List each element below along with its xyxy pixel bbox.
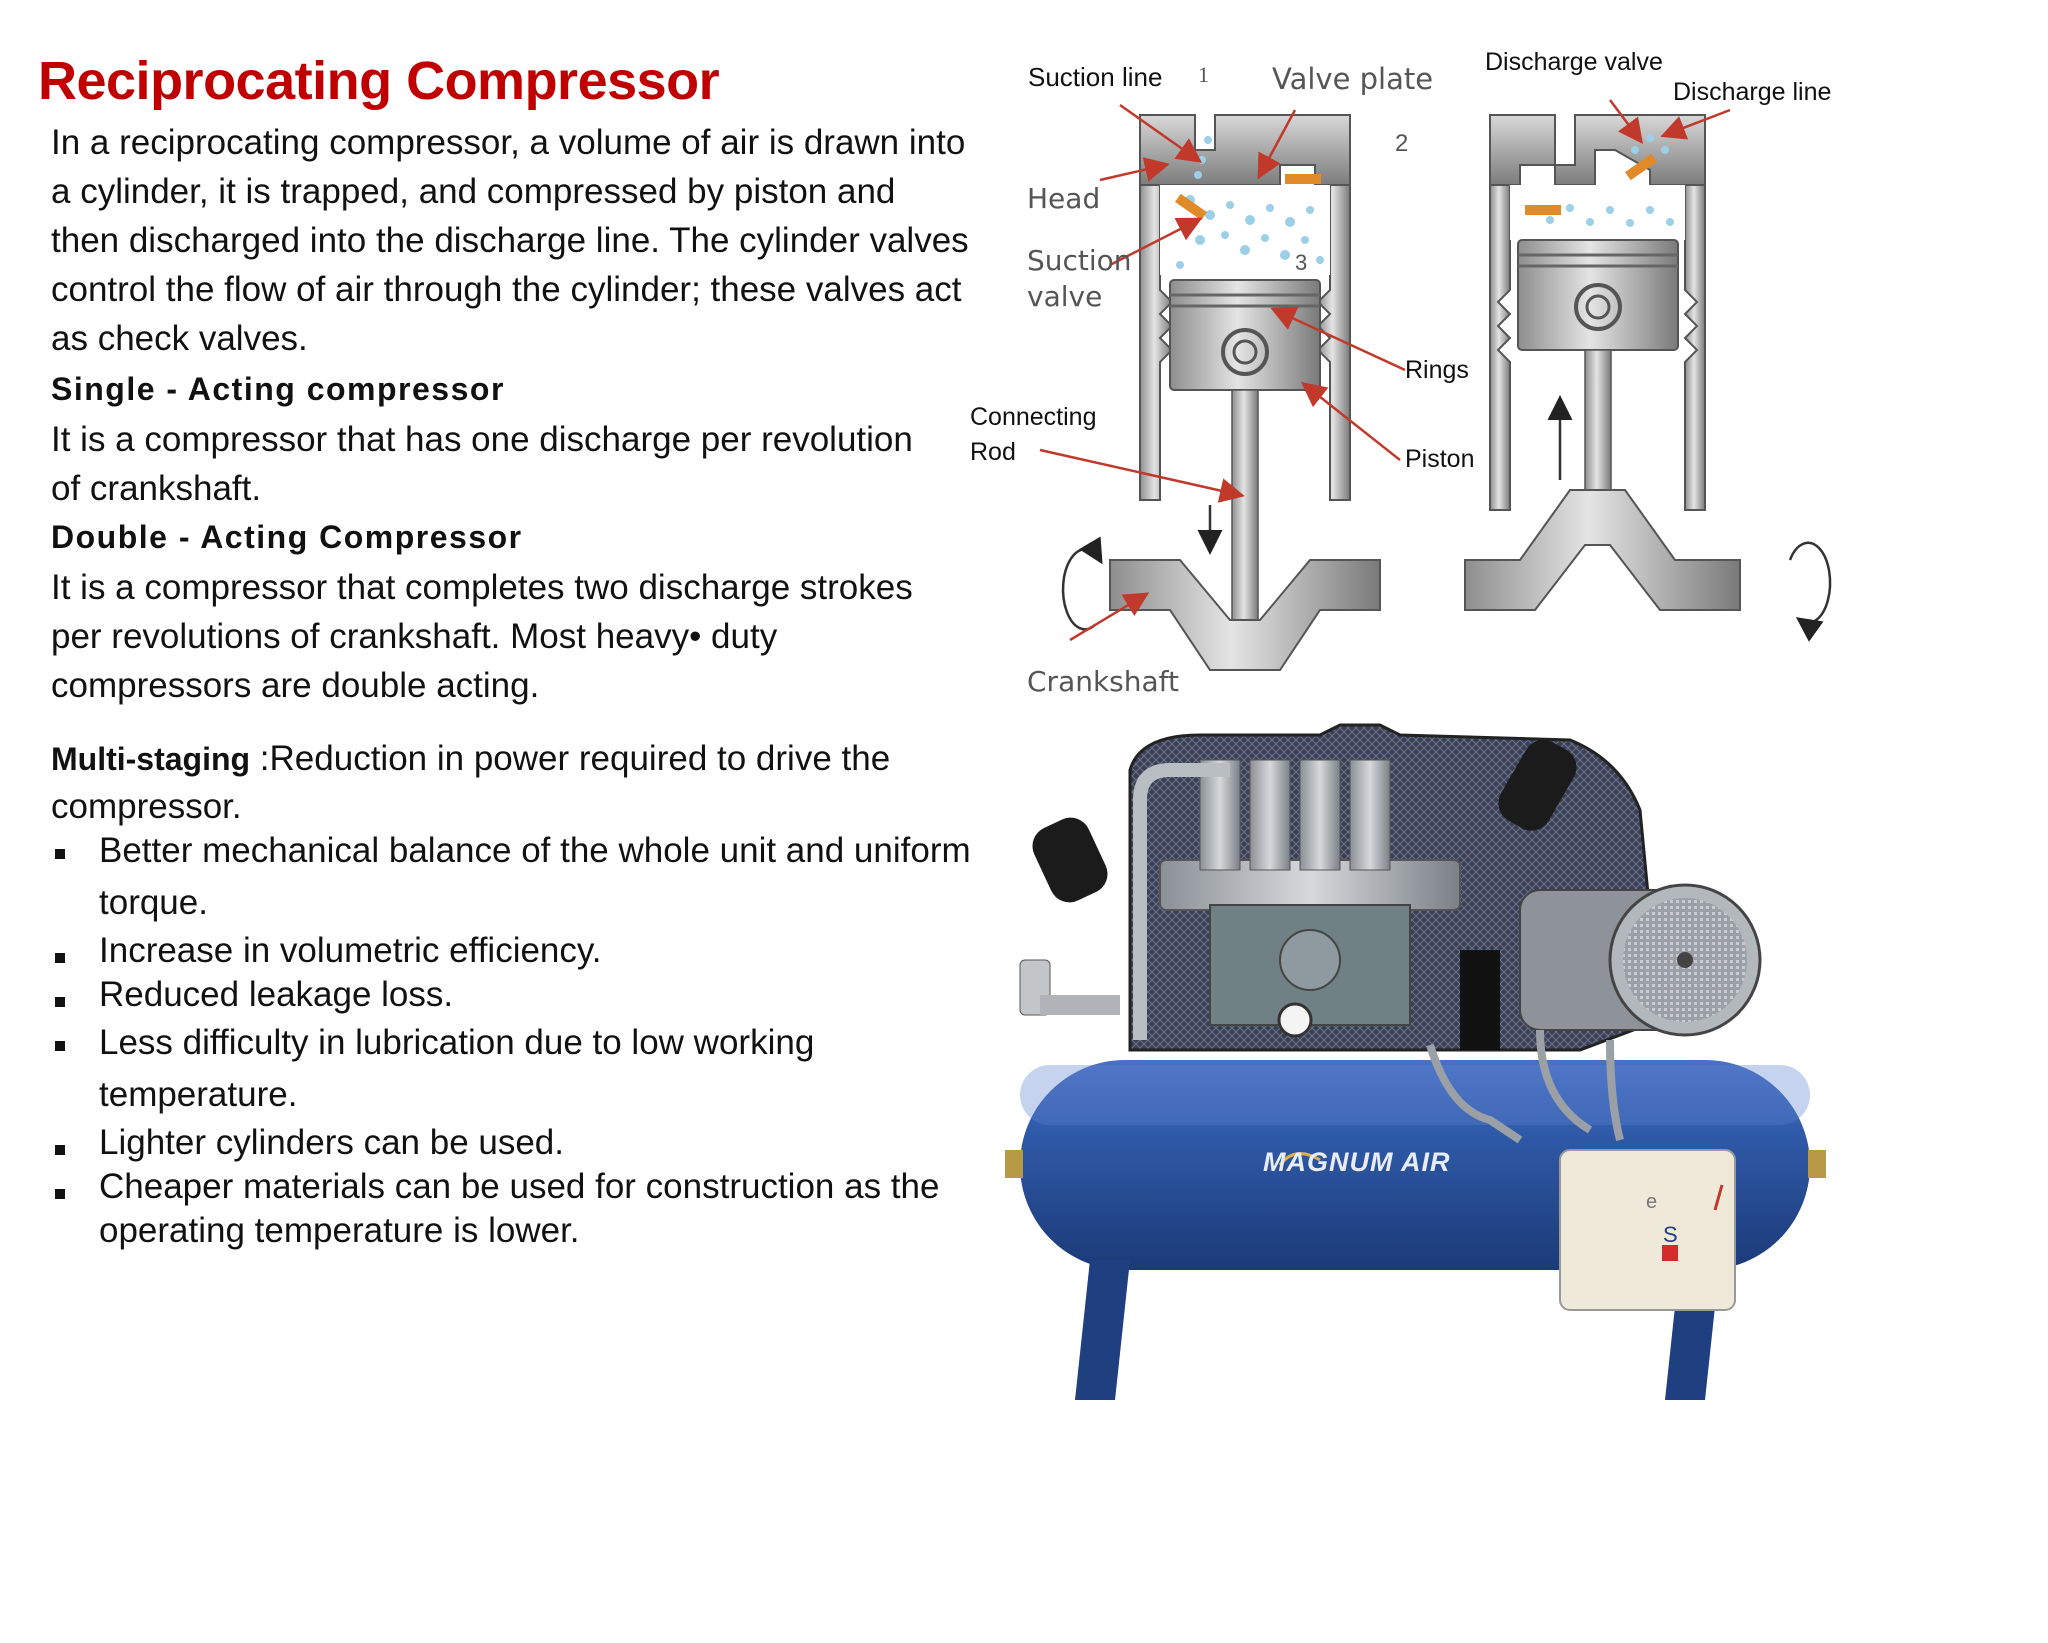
starter-box-letter-s: S (1663, 1222, 1678, 1247)
multi-staging-label: Multi-staging (51, 741, 251, 777)
marker-3: 3 (1295, 250, 1308, 275)
single-acting-text: It is a compressor that has one discharg… (51, 420, 913, 508)
right-cylinder (1464, 114, 1832, 642)
label-discharge-valve: Discharge valve (1485, 48, 1663, 76)
compressor-photo: MAGNUM AIR e S (980, 720, 1880, 1410)
list-item: Cheaper materials can be used for constr… (53, 1165, 973, 1253)
advantages-list: Better mechanical balance of the whole u… (53, 825, 973, 1253)
page-title: Reciprocating Compressor (38, 51, 720, 111)
double-acting-text: It is a compressor that completes two di… (51, 568, 913, 705)
label-piston: Piston (1405, 445, 1475, 473)
single-acting-heading: Single - Acting compressor (51, 371, 505, 407)
compressor-photo-graphic (1005, 723, 1826, 1400)
bullet-square-icon (55, 1145, 65, 1155)
bullet-square-icon (55, 997, 65, 1007)
intro-paragraph: In a reciprocating compressor, a volume … (51, 123, 969, 358)
label-connecting-rod-line1: Connecting (970, 403, 1097, 431)
left-cylinder (1061, 114, 1381, 671)
list-item: Lighter cylinders can be used. (53, 1121, 973, 1165)
label-suction-valve-line1: Suction (1027, 244, 1132, 277)
marker-1: 1 (1198, 62, 1209, 87)
label-head: Head (1027, 182, 1101, 215)
compressor-diagram-graphic (1039, 99, 1832, 671)
bullet-square-icon (55, 1041, 65, 1051)
marker-2: 2 (1395, 130, 1409, 157)
compressor-diagram: Suction line 1 Valve plate 2 3 Head Suct… (960, 40, 1880, 700)
bullet-square-icon (55, 953, 65, 963)
label-valve-plate: Valve plate (1272, 62, 1434, 96)
label-discharge-line: Discharge line (1673, 78, 1832, 106)
label-rings: Rings (1405, 356, 1469, 384)
bullet-square-icon (55, 849, 65, 859)
multi-staging-description: :Reduction in power required to drive th… (51, 739, 891, 826)
label-connecting-rod-line2: Rod (970, 438, 1016, 466)
list-item: Increase in volumetric efficiency. (53, 929, 973, 973)
label-suction-line: Suction line (1028, 62, 1163, 92)
double-acting-heading: Double - Acting Compressor (51, 519, 523, 555)
starter-box-letter-e: e (1646, 1191, 1658, 1213)
multi-staging-text: Multi-staging :Reduction in power requir… (51, 735, 1011, 830)
list-item: Less difficulty in lubrication due to lo… (53, 1017, 973, 1121)
list-item: Reduced leakage loss. (53, 973, 973, 1017)
label-suction-valve-line2: valve (1027, 280, 1103, 313)
list-item: Better mechanical balance of the whole u… (53, 825, 973, 929)
label-crankshaft: Crankshaft (1027, 665, 1180, 698)
brand-label: MAGNUM AIR (1263, 1147, 1451, 1177)
bullet-square-icon (55, 1189, 65, 1199)
